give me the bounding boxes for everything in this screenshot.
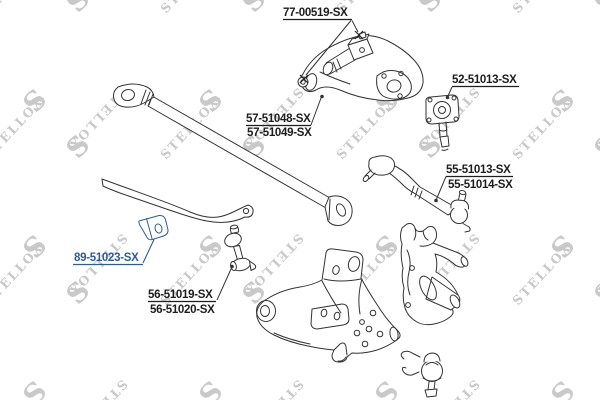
watermark-logo: S xyxy=(16,374,52,400)
watermark-text: STELLOX xyxy=(65,377,130,400)
part-label-upper-ball-joint: 52-51013-SX xyxy=(452,74,519,88)
part-label-upper-arm-bushings: 77-00519-SX xyxy=(283,7,352,21)
watermark-text: STELLOX xyxy=(157,0,222,16)
lower-control-arm-drawing xyxy=(256,248,401,363)
leader-lines xyxy=(142,20,453,301)
watermark-text: STELLOX xyxy=(509,239,574,308)
x-marker-upper-bushing xyxy=(354,30,364,40)
watermark-logo: S xyxy=(588,0,600,19)
dot-marker-stab-link xyxy=(230,264,234,269)
part-number-text: 52-51013-SX xyxy=(452,74,517,86)
part-number-text: 55-51013-SX xyxy=(446,164,511,176)
part-label-stabilizer-bushing-link[interactable]: 89-51023-SX xyxy=(73,252,143,266)
upper-ball-joint-drawing xyxy=(425,94,460,151)
watermark-logo: S xyxy=(588,129,600,164)
watermark-text: STELLOX xyxy=(0,0,47,16)
watermark-text: STELLOX xyxy=(593,377,600,400)
part-label-tie-rod-end: 55-51013-SX 55-51014-SX xyxy=(446,164,513,191)
watermark-logo: S xyxy=(60,0,96,19)
dot-marker-strut-rod xyxy=(320,94,324,99)
watermark-logo: S xyxy=(236,0,272,19)
watermark-text: STELLOX xyxy=(333,93,398,162)
part-number-text: 77-00519-SX xyxy=(283,7,348,19)
stabilizer-bushing-drawing xyxy=(138,214,169,241)
strut-rod-drawing xyxy=(113,83,353,226)
watermark-logo: S xyxy=(192,374,228,400)
x-marker-front-bushing xyxy=(299,74,309,84)
watermark-logo: S xyxy=(544,374,580,400)
watermark-logo: S xyxy=(368,374,404,400)
part-label-stabilizer-link: 56-51019-SX 56-51020-SX xyxy=(148,289,216,316)
upper-control-arm-drawing xyxy=(297,31,424,102)
dot-marker-tie-rod xyxy=(434,198,438,203)
part-labels: 77-00519-SX 52-51013-SX 57-51048-SX 57-5… xyxy=(73,7,519,316)
leader-stabilizer-bushing xyxy=(142,239,155,264)
part-number-link-text[interactable]: 89-51023-SX xyxy=(74,252,139,264)
lower-ball-joint-drawing xyxy=(400,350,443,398)
steering-knuckle-drawing xyxy=(400,223,469,326)
watermark-text: STELLOX xyxy=(509,0,574,16)
watermark-text: STELLOX xyxy=(509,93,574,162)
watermark-text: STELLOX xyxy=(241,377,306,400)
part-number-text: 57-51048-SX xyxy=(246,113,311,125)
dot-marker-ball-joint xyxy=(445,95,450,100)
part-number-text: 55-51014-SX xyxy=(448,179,513,191)
part-label-strut-rod: 57-51048-SX 57-51049-SX xyxy=(246,113,312,139)
part-number-text: 56-51020-SX xyxy=(150,304,215,316)
watermark-logo: S xyxy=(412,0,448,19)
watermark-logo: S xyxy=(588,275,600,310)
part-number-text: 57-51049-SX xyxy=(247,127,312,139)
stabilizer-bar-drawing xyxy=(101,178,254,223)
watermark-text: STELLOX xyxy=(0,239,47,308)
watermark-text: STELLOX xyxy=(0,93,47,162)
tie-rod-end-drawing xyxy=(362,155,471,233)
part-number-text: 56-51019-SX xyxy=(148,289,213,301)
